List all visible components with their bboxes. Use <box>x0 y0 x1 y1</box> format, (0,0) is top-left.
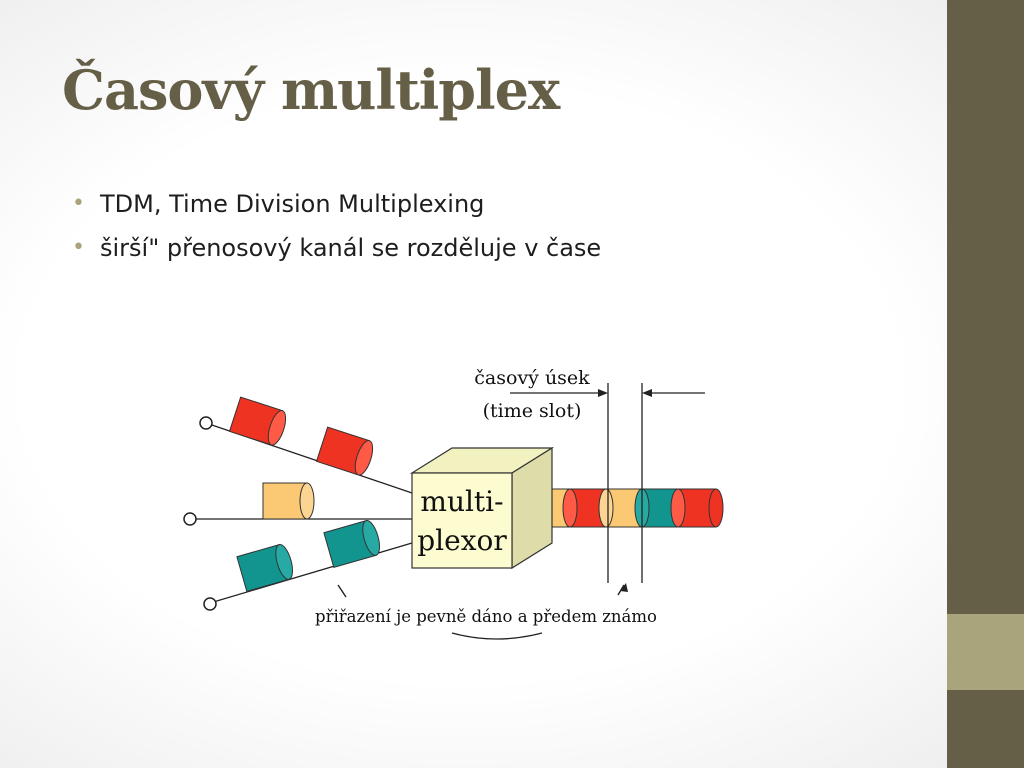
assignment-label: přiřazení je pevně dáno a předem známo <box>315 607 657 626</box>
bullet-list: • TDM, Time Division Multiplexing • širší"… <box>72 186 601 274</box>
packet-yellow <box>262 482 315 520</box>
packet-teal-2 <box>323 520 381 568</box>
time-slot-label: časový úsek <box>474 367 590 389</box>
tdm-diagram: multi- plexor časový úsek (time slot) př… <box>183 367 724 640</box>
arrow-up-icon <box>620 583 628 592</box>
assignment-tick-left <box>337 584 347 598</box>
input-terminal-top <box>199 416 213 430</box>
side-bar-accent <box>947 614 1024 690</box>
output-stream-end <box>708 488 724 528</box>
packet-red-2 <box>315 426 374 476</box>
bullet-text: širší" přenosový kanál se rozděluje v ča… <box>100 234 602 262</box>
bullet-item: • širší" přenosový kanál se rozděluje v č… <box>72 230 601 274</box>
arrow-left-icon <box>642 389 652 397</box>
bullet-dot-icon: • <box>72 235 85 260</box>
packet-teal-1 <box>236 544 294 592</box>
multiplexor-label-line2: plexor <box>417 524 507 557</box>
packet-red-1 <box>228 396 287 446</box>
time-slot-label-en: (time slot) <box>483 400 582 422</box>
multiplexor-label-line1: multi- <box>420 485 503 518</box>
bullet-dot-icon: • <box>72 191 85 216</box>
input-terminal-bottom <box>203 597 217 611</box>
assignment-brace <box>451 632 543 640</box>
output-stream <box>532 488 724 528</box>
arrow-right-icon <box>598 389 608 397</box>
bullet-item: • TDM, Time Division Multiplexing <box>72 186 601 230</box>
slide-title: Časový multiplex <box>62 58 560 122</box>
bullet-text: TDM, Time Division Multiplexing <box>100 190 485 218</box>
multiplexor-box: multi- plexor <box>409 446 555 570</box>
input-terminal-middle <box>183 512 197 526</box>
input-line-bottom <box>209 542 413 604</box>
